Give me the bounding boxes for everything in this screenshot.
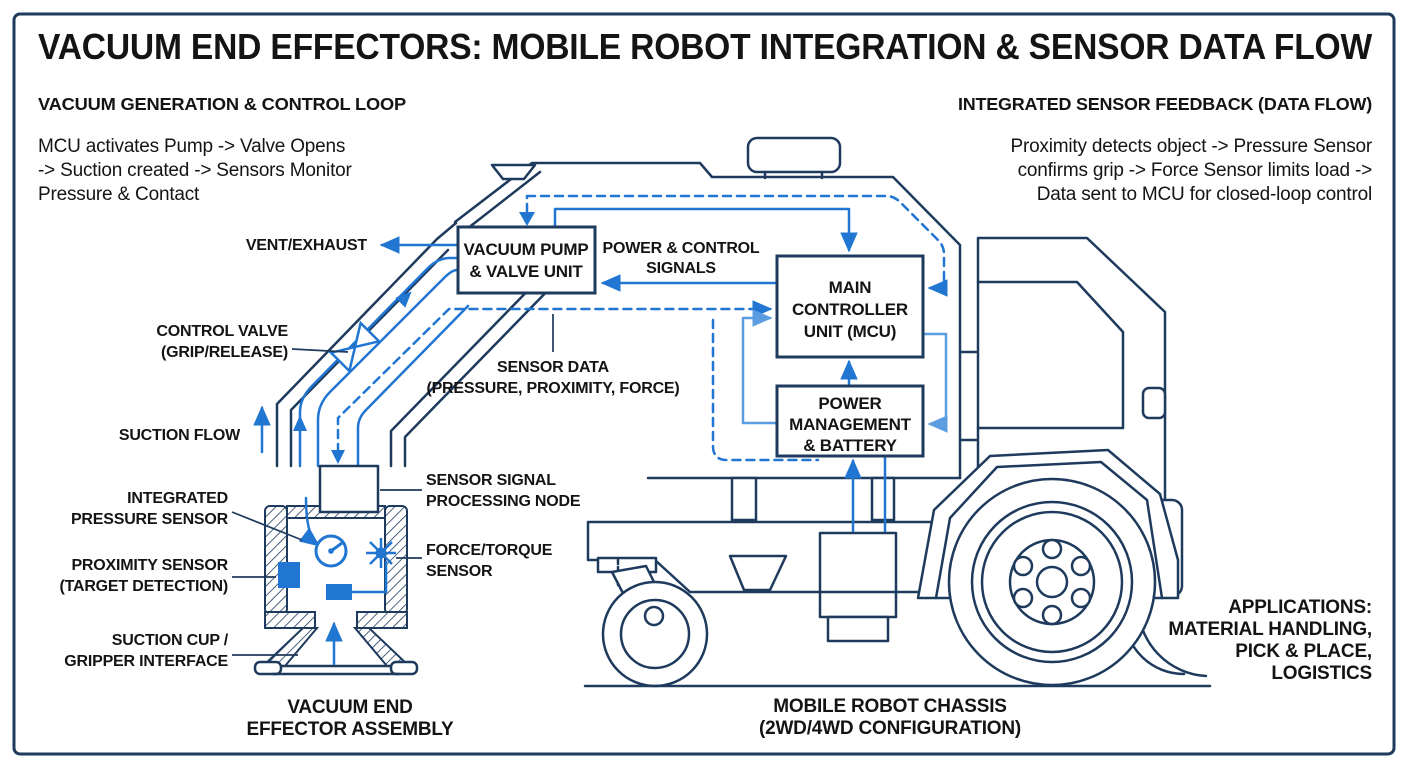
pressure-sensor-label: PRESSURE SENSOR	[71, 511, 229, 528]
vacuum-arm-duct	[275, 221, 560, 468]
chassis-label: (2WD/4WD CONFIGURATION)	[759, 718, 1021, 739]
right-panel-line: Proximity detects object -> Pressure Sen…	[1010, 136, 1372, 157]
power-management-box: POWER MANAGEMENT & BATTERY	[775, 384, 925, 458]
pmb-mcu-loop	[741, 309, 779, 425]
sensor-data-label: SENSOR DATA	[497, 359, 610, 376]
sensor-dash-bundle	[336, 300, 773, 454]
proximity-sensor-label: (TARGET DETECTION)	[59, 578, 228, 595]
mcu-label: CONTROLLER	[792, 300, 908, 319]
power-label: MANAGEMENT	[789, 415, 912, 434]
arm-tubing	[293, 256, 470, 468]
mcu-label: MAIN	[829, 278, 872, 297]
left-panel-heading: VACUUM GENERATION & CONTROL LOOP	[38, 94, 407, 114]
right-panel-heading: INTEGRATED SENSOR FEEDBACK (DATA FLOW)	[958, 94, 1372, 114]
control-valve-label: CONTROL VALVE	[156, 323, 288, 340]
left-panel-line: MCU activates Pump -> Valve Opens	[38, 136, 345, 157]
proximity-sensor-icon	[278, 562, 300, 588]
suction-cup-label: GRIPPER INTERFACE	[64, 653, 228, 670]
effector-wall	[264, 505, 288, 615]
battery-block	[818, 531, 898, 619]
vent-exhaust-label: VENT/EXHAUST	[246, 237, 368, 254]
power-label: POWER	[818, 394, 881, 413]
vacuum-pump-box: VACUUM PUMP & VALVE UNIT	[456, 225, 597, 295]
signal-and-power-lines	[253, 194, 948, 533]
chassis-label: MOBILE ROBOT CHASSIS	[773, 696, 1007, 717]
suction-flow-label: SUCTION FLOW	[119, 427, 241, 444]
force-sensor-label: FORCE/TORQUE	[426, 542, 553, 559]
control-valve-symbol	[328, 320, 382, 374]
vacuum-pump-label: & VALVE UNIT	[469, 262, 583, 281]
sensor-data-label: (PRESSURE, PROXIMITY, FORCE)	[426, 380, 679, 397]
right-panel-line: confirms grip -> Force Sensor limits loa…	[1018, 160, 1373, 181]
processing-node-box	[318, 464, 380, 514]
sensor-dash-top	[525, 194, 944, 288]
flow-arrowhead	[395, 291, 412, 308]
mcu-pmb-loop	[921, 332, 948, 433]
suction-cup-label: SUCTION CUP /	[112, 632, 229, 649]
applications-label: APPLICATIONS:	[1228, 597, 1372, 618]
pump-mcu-line	[553, 207, 858, 253]
power-label: & BATTERY	[803, 436, 897, 455]
mcu-box: MAIN CONTROLLER UNIT (MCU)	[775, 254, 925, 359]
label-pointers	[231, 314, 554, 656]
force-sensor-label: SENSOR	[426, 563, 493, 580]
pressure-sensor-label: INTEGRATED	[127, 490, 228, 507]
force-sensor-icon	[366, 538, 396, 568]
proximity-sensor-label: PROXIMITY SENSOR	[71, 557, 228, 574]
mcu-label: UNIT (MCU)	[804, 322, 896, 341]
page-title: VACUUM END EFFECTORS: MOBILE ROBOT INTEG…	[38, 26, 1372, 67]
left-panel: VACUUM GENERATION & CONTROL LOOP MCU act…	[38, 94, 407, 205]
flow-arrowhead	[293, 415, 307, 431]
applications-label: LOGISTICS	[1271, 663, 1372, 684]
power-signals-label: SIGNALS	[646, 260, 716, 277]
dash-arrowhead	[519, 212, 535, 226]
pressure-gauge-icon	[298, 496, 348, 568]
suction-tube	[298, 256, 459, 468]
control-valve-label: (GRIP/RELEASE)	[161, 344, 288, 361]
robot-chassis	[583, 236, 1212, 688]
applications-label: PICK & PLACE,	[1235, 641, 1372, 662]
power-signals-label: POWER & CONTROL	[603, 240, 760, 257]
vacuum-pump-label: VACUUM PUMP	[464, 240, 589, 259]
sensor-dash-loop	[711, 318, 820, 462]
dash-arrowhead	[331, 450, 345, 464]
applications-label: MATERIAL HANDLING,	[1168, 619, 1372, 640]
drive-wheel	[916, 448, 1180, 687]
suction-cup	[253, 627, 419, 676]
processing-node-label: SENSOR SIGNAL	[426, 472, 556, 489]
robot-body-outline	[453, 136, 980, 522]
end-effector-assembly	[253, 464, 419, 676]
sensor-mast	[746, 136, 842, 174]
effector-assembly-label: VACUUM END	[287, 697, 412, 718]
contact-sensor-icon	[326, 584, 352, 600]
door-handle	[1141, 386, 1167, 420]
left-panel-line: Pressure & Contact	[38, 184, 200, 205]
effector-assembly-label: EFFECTOR ASSEMBLY	[246, 719, 454, 740]
right-panel: INTEGRATED SENSOR FEEDBACK (DATA FLOW) P…	[958, 94, 1373, 205]
right-panel-line: Data sent to MCU for closed-loop control	[1037, 184, 1372, 205]
caster-wheel	[596, 556, 709, 688]
processing-node-label: PROCESSING NODE	[426, 493, 581, 510]
left-panel-line: -> Suction created -> Sensors Monitor	[38, 160, 353, 181]
